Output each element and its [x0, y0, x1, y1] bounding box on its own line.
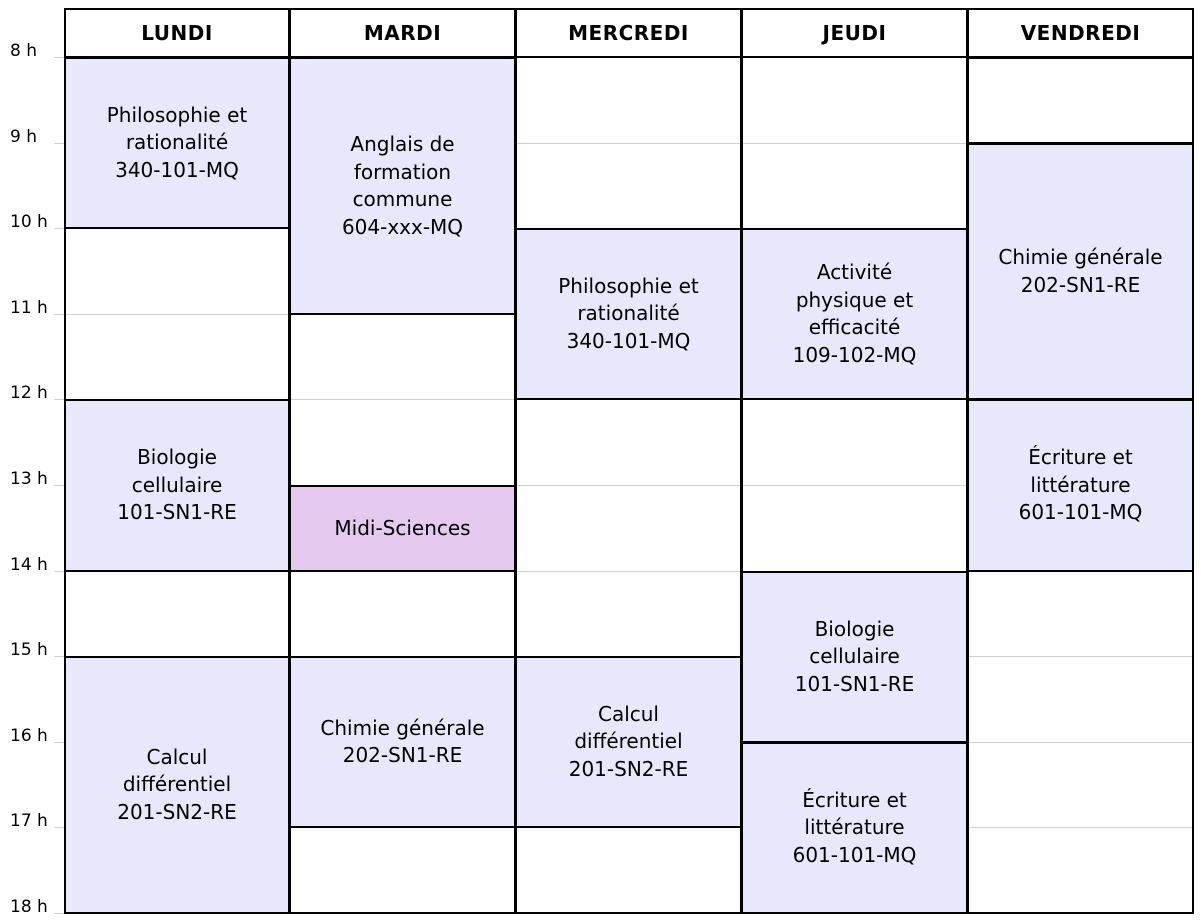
- hour-gridline: [54, 143, 1194, 144]
- course-block: Écriture et littérature 601-101-MQ: [741, 742, 968, 914]
- course-block: Écriture et littérature 601-101-MQ: [967, 399, 1194, 572]
- course-block: Calcul différentiel 201-SN2-RE: [515, 656, 742, 828]
- course-block: Biologie cellulaire 101-SN1-RE: [64, 399, 290, 572]
- course-block: Biologie cellulaire 101-SN1-RE: [741, 571, 968, 743]
- course-title: Biologie cellulaire 101-SN1-RE: [794, 616, 915, 696]
- course-title: Biologie cellulaire 101-SN1-RE: [117, 445, 237, 525]
- course-title: Midi-Sciences: [334, 515, 471, 540]
- course-title: Écriture et littérature 601-101-MQ: [792, 787, 917, 867]
- hour-gridline: [54, 485, 1194, 486]
- course-block: Activité physique et efficacité 109-102-…: [741, 228, 968, 400]
- day-header-jeudi: JEUDI: [741, 8, 968, 58]
- course-block: Chimie générale 202-SN1-RE: [967, 143, 1194, 400]
- time-label: 9 h: [10, 126, 37, 147]
- day-header-vendredi: VENDREDI: [967, 8, 1194, 58]
- time-label: 11 h: [10, 297, 48, 318]
- day-header-lundi: LUNDI: [64, 8, 290, 58]
- time-label: 8 h: [10, 41, 37, 61]
- activity-block: Midi-Sciences: [289, 485, 516, 572]
- course-title: Philosophie et rationalité 340-101-MQ: [558, 273, 699, 353]
- course-title: Chimie générale 202-SN1-RE: [320, 715, 485, 768]
- time-label: 13 h: [10, 469, 48, 489]
- time-label: 15 h: [10, 640, 48, 661]
- time-label: 16 h: [10, 725, 48, 746]
- course-title: Anglais de formation commune 604-xxx-MQ: [341, 132, 464, 239]
- day-header-mercredi: MERCREDI: [515, 8, 742, 58]
- course-block: Philosophie et rationalité 340-101-MQ: [64, 57, 290, 229]
- time-label: 12 h: [10, 383, 48, 404]
- course-title: Calcul différentiel 201-SN2-RE: [568, 701, 689, 781]
- course-block: Chimie générale 202-SN1-RE: [289, 656, 516, 828]
- day-header-mardi: MARDI: [289, 8, 516, 58]
- course-title: Activité physique et efficacité 109-102-…: [792, 260, 917, 367]
- time-label: 17 h: [10, 811, 48, 832]
- course-block: Philosophie et rationalité 340-101-MQ: [515, 228, 742, 400]
- time-label: 18 h: [10, 897, 48, 917]
- course-title: Philosophie et rationalité 340-101-MQ: [106, 102, 248, 182]
- course-block: Anglais de formation commune 604-xxx-MQ: [289, 57, 516, 315]
- course-title: Chimie générale 202-SN1-RE: [998, 245, 1163, 297]
- course-title: Écriture et littérature 601-101-MQ: [1018, 445, 1143, 525]
- course-block: Calcul différentiel 201-SN2-RE: [64, 656, 290, 914]
- course-title: Calcul différentiel 201-SN2-RE: [117, 744, 237, 824]
- empty-slot: [967, 57, 1194, 144]
- time-label: 10 h: [10, 212, 48, 233]
- time-label: 14 h: [10, 554, 48, 575]
- hour-gridline: [54, 571, 1194, 572]
